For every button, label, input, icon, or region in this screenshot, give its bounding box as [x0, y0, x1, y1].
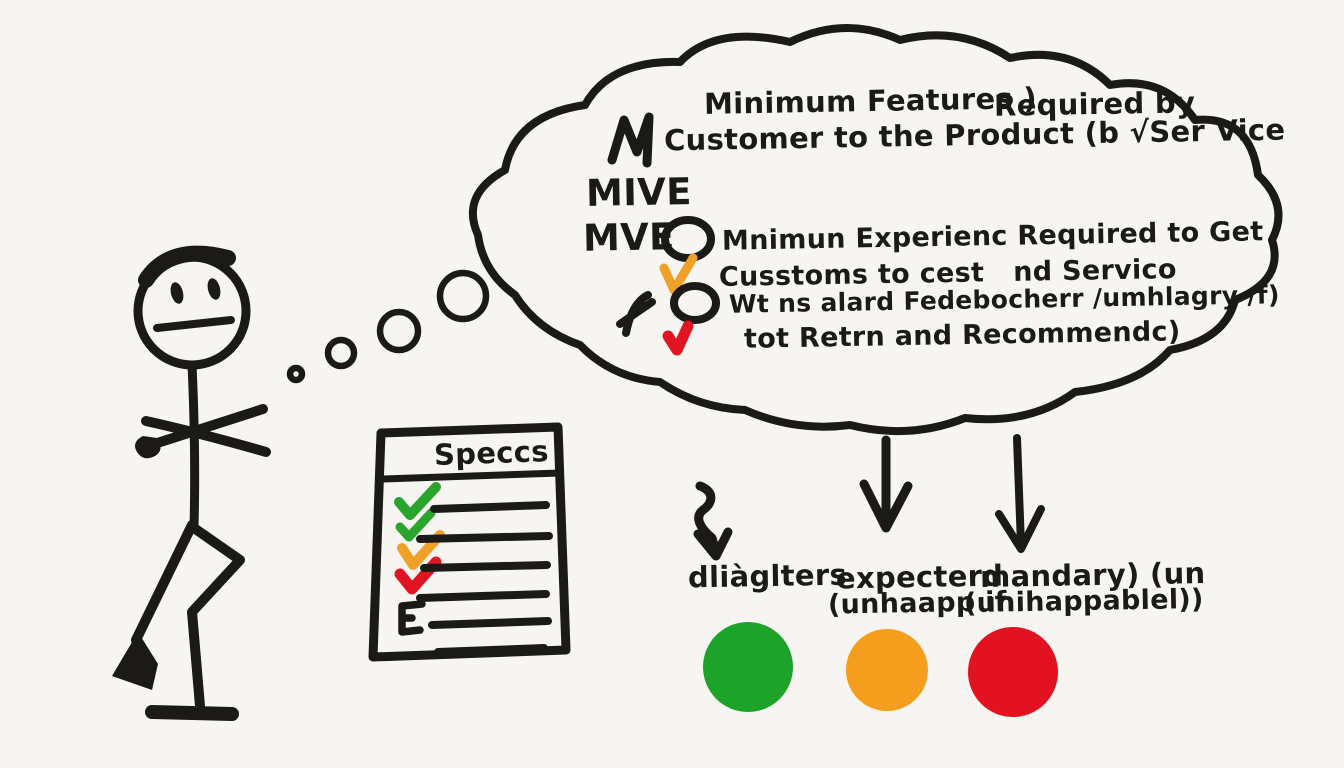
list-line	[434, 644, 548, 656]
mandatory-dot	[968, 627, 1058, 717]
figure-hair	[138, 245, 236, 288]
list-line	[420, 561, 551, 572]
cloud-title-line1: Minimum Features )	[703, 81, 1038, 121]
expected-dot	[846, 629, 928, 711]
list-line	[416, 590, 550, 602]
figure-foot	[112, 632, 158, 690]
cloud-margin-glyphs	[607, 112, 720, 356]
curvy-down-arrow-icon	[693, 527, 733, 561]
straight-down-arrow-icon	[1013, 434, 1025, 549]
list-line	[430, 501, 550, 513]
figure-mouth	[153, 316, 235, 332]
cloud-acronym-mve: MVE	[582, 215, 675, 260]
thought-bubble-icon	[436, 269, 490, 323]
curvy-down-arrow-icon	[694, 481, 721, 557]
figure-leg	[131, 520, 197, 645]
green-check-icon	[395, 508, 436, 542]
figure-arm	[141, 416, 271, 457]
category-label-mandatory-sub: (unihappablel))	[963, 583, 1204, 620]
delighters-dot	[703, 622, 793, 712]
figure-eye-left	[170, 282, 184, 304]
category-dots	[703, 622, 1058, 717]
scribble-k-icon	[616, 291, 656, 337]
orange-check-icon	[397, 530, 445, 570]
category-label-delighters: dliàglters	[687, 557, 848, 595]
figure-arm	[143, 404, 268, 451]
figure-hand	[135, 436, 161, 459]
category-arrows	[693, 434, 1045, 561]
figure-body	[187, 360, 200, 533]
bullet-oval-icon	[670, 282, 720, 324]
thought-bubble-icon	[286, 364, 306, 384]
thought-bubble-chain-icon	[286, 269, 490, 384]
thinking-stick-figure-icon	[112, 245, 271, 721]
bracket-mark-icon	[398, 600, 426, 636]
green-check-icon	[394, 482, 441, 520]
cloud-acronym-mive: MIVE	[585, 170, 693, 215]
thought-cloud-icon	[468, 24, 1283, 436]
figure-leg	[187, 523, 245, 711]
thought-bubble-icon	[376, 308, 422, 354]
orange-check-icon	[659, 253, 698, 295]
checklist-sheet-icon	[368, 422, 571, 662]
straight-down-arrow-icon	[859, 479, 913, 533]
figure-eye-right	[207, 278, 221, 300]
thought-bubble-icon	[324, 336, 358, 370]
list-line	[428, 617, 552, 629]
figure-foot	[145, 705, 239, 721]
straight-down-arrow-icon	[995, 505, 1045, 553]
specs-title: Speccs	[433, 434, 550, 472]
red-check-icon	[662, 320, 694, 356]
list-line	[416, 532, 553, 543]
scribble-m-icon	[607, 112, 654, 168]
sheet-header-line	[379, 469, 564, 483]
